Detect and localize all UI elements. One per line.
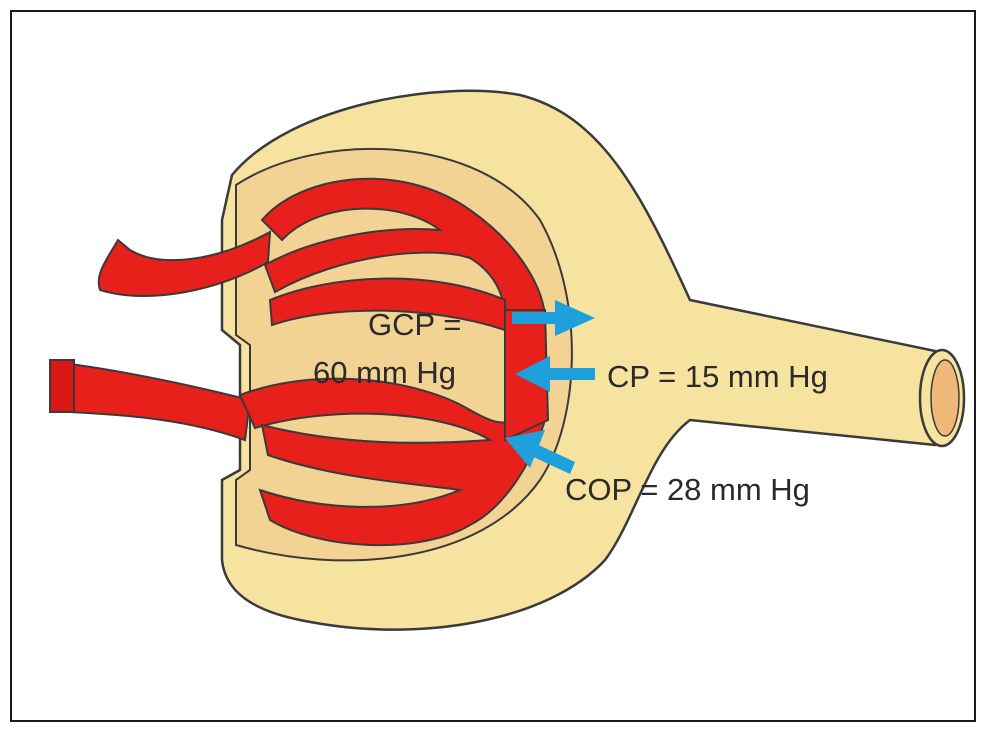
gcp-label-line2: 60 mm Hg xyxy=(313,355,456,390)
afferent-arteriole xyxy=(55,362,250,440)
cop-label: COP = 28 mm Hg xyxy=(565,472,810,507)
cp-label: CP = 15 mm Hg xyxy=(607,359,828,394)
afferent-arteriole-cut xyxy=(50,360,74,412)
gcp-label-line1: GCP = xyxy=(368,307,461,342)
tubule-lumen xyxy=(931,360,959,436)
